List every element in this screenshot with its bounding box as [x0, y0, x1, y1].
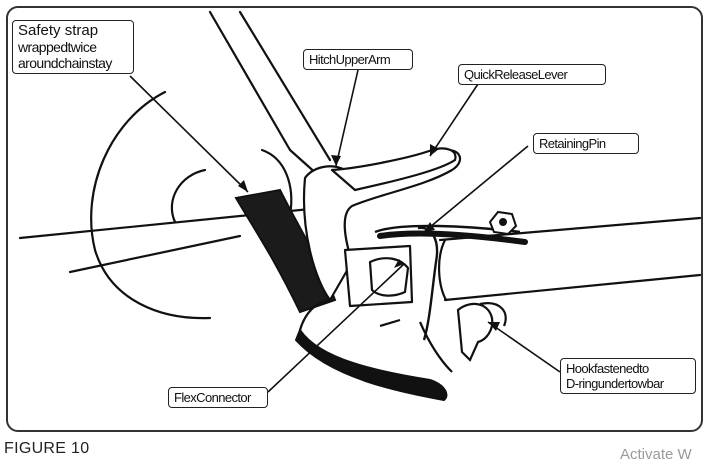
- wheel-hub: [170, 168, 207, 224]
- callout-flex-connector: FlexConnector: [168, 387, 268, 408]
- callout-line: Hookfastenedto: [566, 361, 649, 376]
- callout-line: wrappedtwice: [18, 39, 97, 55]
- callout-line: RetainingPin: [539, 136, 606, 151]
- callout-safety-strap: Safety strap wrappedtwice aroundchainsta…: [12, 20, 134, 74]
- callout-quick-release-lever: QuickReleaseLever: [458, 64, 606, 85]
- hook: [456, 302, 494, 362]
- bolt-nut: [488, 210, 518, 236]
- leader-hook: [487, 321, 561, 373]
- quick-release-lever: [330, 147, 457, 192]
- d-ring: [479, 302, 507, 327]
- callout-line: aroundchainstay: [18, 55, 112, 71]
- seat-stay: [208, 10, 320, 177]
- callout-line: D-ringundertowbar: [566, 376, 664, 391]
- figure-caption: FIGURE 10: [4, 440, 90, 457]
- leader-quick-release: [429, 83, 479, 157]
- chainstay: [18, 203, 352, 240]
- flex-band: [294, 327, 448, 402]
- wheel-disc: [90, 90, 212, 320]
- callout-retaining-pin: RetainingPin: [533, 133, 639, 154]
- leader-flex-connector: [267, 263, 405, 393]
- callout-line: FlexConnector: [174, 390, 251, 405]
- callout-hitch-upper-arm: HitchUpperArm: [303, 49, 413, 70]
- activation-watermark: Activate W: [620, 446, 692, 463]
- callout-line: QuickReleaseLever: [464, 67, 568, 82]
- callout-line: Safety strap: [18, 22, 99, 39]
- callout-line: HitchUpperArm: [309, 52, 391, 67]
- safety-strap: [234, 188, 337, 314]
- leader-retaining-pin: [423, 145, 529, 233]
- leader-hitch-upper-arm: [335, 69, 359, 167]
- callout-hook: Hookfastenedto D-ringundertowbar: [560, 358, 696, 394]
- leader-safety-strap: [129, 75, 249, 193]
